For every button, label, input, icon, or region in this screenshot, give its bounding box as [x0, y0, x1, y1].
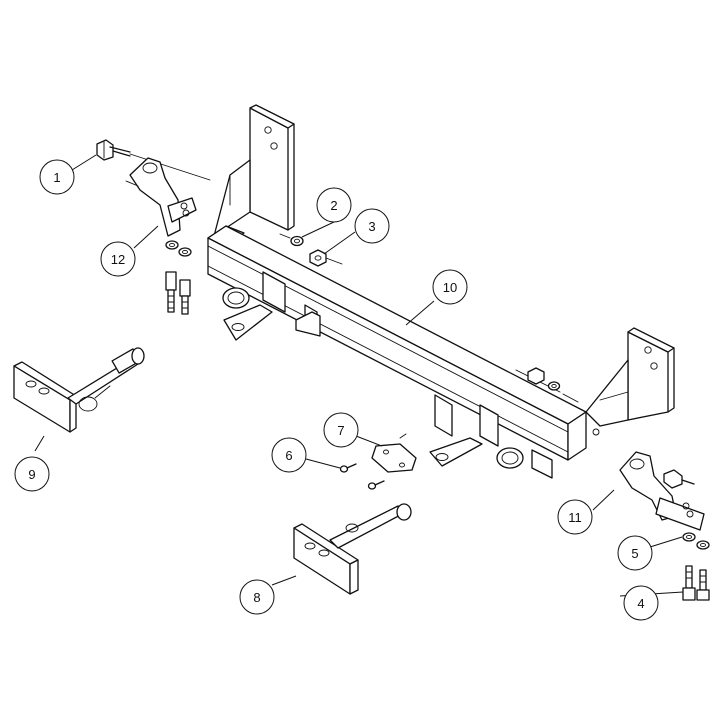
callout-10: 10	[432, 269, 468, 305]
callout-5: 5	[617, 535, 653, 571]
part-2-washer	[290, 235, 304, 247]
callout-6: 6	[271, 437, 307, 473]
main-crossbar	[207, 104, 675, 479]
svg-text:7: 7	[337, 423, 344, 438]
svg-text:3: 3	[368, 219, 375, 234]
callout-4: 4	[623, 585, 659, 621]
callout-11: 11	[557, 499, 593, 535]
part-4-bolt	[682, 565, 710, 601]
leader-lines	[34, 154, 684, 597]
part-12-hardware	[165, 240, 192, 315]
part-8-pin-bracket	[293, 503, 412, 595]
svg-text:2: 2	[330, 198, 337, 213]
part-7-plate	[371, 433, 417, 473]
part-12-left-bracket	[125, 157, 197, 237]
part-5-washer	[682, 532, 710, 550]
part-3-nut	[279, 233, 343, 267]
callout-12: 12	[100, 241, 136, 277]
svg-text:11: 11	[568, 510, 582, 525]
svg-text:9: 9	[28, 467, 35, 482]
svg-text:1: 1	[53, 170, 60, 185]
callout-9: 9	[14, 456, 50, 492]
part-6-screw	[339, 463, 385, 490]
svg-text:8: 8	[253, 590, 260, 605]
svg-text:6: 6	[285, 448, 292, 463]
svg-text:12: 12	[111, 252, 125, 267]
callout-3: 3	[354, 208, 390, 244]
part-1-bolt	[96, 139, 211, 181]
right-plate-nut-washer	[527, 367, 561, 391]
svg-text:4: 4	[637, 596, 644, 611]
svg-text:5: 5	[631, 546, 638, 561]
callout-8: 8	[239, 579, 275, 615]
callout-2: 2	[316, 187, 352, 223]
callout-7: 7	[323, 412, 359, 448]
callout-1: 1	[39, 159, 75, 195]
svg-text:10: 10	[443, 280, 457, 295]
part-9-pin-bracket	[13, 347, 145, 433]
part-11-right-bracket	[619, 451, 705, 531]
